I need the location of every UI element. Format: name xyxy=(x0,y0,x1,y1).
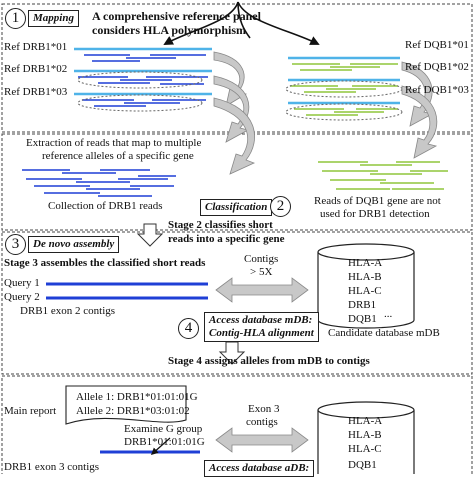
stage2-number: 2 xyxy=(270,196,291,217)
exon3-label-line1: Exon 3 xyxy=(248,403,280,415)
query2-label: Query 2 xyxy=(4,291,40,303)
adb-entry-hla-b: HLA-B xyxy=(348,429,382,441)
contig-threshold-line2: > 5X xyxy=(250,266,273,278)
candidate-db-label: Candidate database mDB xyxy=(328,327,440,339)
adb-entry-hla-a: HLA-A xyxy=(348,415,383,427)
collected-drb1-reads xyxy=(22,169,176,197)
annotation-database-top xyxy=(317,401,415,419)
report-panel xyxy=(1,375,473,474)
db-entry-drb1: DRB1 xyxy=(348,299,377,311)
stage2-summary-line1: Stage 2 classifies short xyxy=(168,219,273,231)
candidate-database-top xyxy=(317,243,415,261)
ref-label-dqb1-02: Ref DQB1*02 xyxy=(405,61,469,73)
input-arrow-center xyxy=(237,1,251,39)
stage1-title-box: Mapping xyxy=(28,10,79,27)
db-entry-hla-c: HLA-C xyxy=(348,285,382,297)
exon2-contigs-label: DRB1 exon 2 contigs xyxy=(20,305,116,317)
ref-label-drb1-01: Ref DRB1*01 xyxy=(4,41,68,53)
stage1-heading-line2: considers HLA polymorphism xyxy=(92,23,247,37)
stage2-summary-line2: reads into a specific gene xyxy=(168,233,285,245)
contig-db-double-arrow xyxy=(215,277,309,303)
db-ellipsis: ... xyxy=(384,308,393,320)
examine-pointer-arrow xyxy=(150,437,171,455)
collection-label: Collection of DRB1 reads xyxy=(48,200,163,212)
stage1-heading-line1: A comprehensive reference panel xyxy=(92,9,261,23)
flow-arrow-gray xyxy=(401,61,434,127)
exon3-double-arrow xyxy=(215,427,309,453)
dqb1-note-line1: Reads of DQB1 gene are not xyxy=(314,195,441,207)
stage4-title-box: Access database mDB: Contig-HLA alignmen… xyxy=(204,312,319,342)
stage3-panel xyxy=(1,231,473,375)
stage4-number: 4 xyxy=(178,318,199,339)
ref-label-drb1-02: Ref DRB1*02 xyxy=(4,63,68,75)
stage4-title-line2: Contig-HLA alignment xyxy=(209,327,314,339)
allele2-label: Allele 2: DRB1*03:01:02 xyxy=(76,405,190,417)
query1-label: Query 1 xyxy=(4,277,40,289)
stage1-number: 1 xyxy=(5,8,26,29)
stage4-summary: Stage 4 assigns alleles from mDB to cont… xyxy=(168,355,370,367)
down-arrow-stage2 xyxy=(136,223,164,247)
ref-label-dqb1-01: Ref DQB1*01 xyxy=(405,39,469,51)
adb-entry-hla-c: HLA-C xyxy=(348,443,382,455)
main-report-document xyxy=(65,385,187,425)
examine-line1: Examine G group xyxy=(124,423,203,435)
candidate-database-cylinder xyxy=(317,252,415,329)
stage3-number: 3 xyxy=(5,234,26,255)
ref-label-drb1-03: Ref DRB1*03 xyxy=(4,86,68,98)
stage4-title-line1: Access database mDB: xyxy=(209,314,313,326)
ref-label-dqb1-03: Ref DQB1*03 xyxy=(405,84,469,96)
db-entry-dqb1: DQB1 xyxy=(348,313,377,325)
examine-line2: DRB1*01:01:01G xyxy=(124,436,205,448)
extraction-line1: Extraction of reads that map to multiple xyxy=(26,137,202,149)
flow-arrow-gray xyxy=(213,97,256,175)
read-cluster-outline xyxy=(77,71,203,89)
dqb1-note-line2: used for DRB1 detection xyxy=(320,208,430,220)
adb-entry-dqb1: DQB1 xyxy=(348,459,377,471)
db-entry-hla-b: HLA-B xyxy=(348,271,382,283)
exon3-contigs-label: DRB1 exon 3 contigs xyxy=(4,461,100,473)
stage3-summary: Stage 3 assembles the classified short r… xyxy=(4,257,206,269)
dqb1-reads xyxy=(318,161,448,190)
main-report-label: Main report xyxy=(4,405,57,417)
db-entry-hla-a: HLA-A xyxy=(348,257,383,269)
read-cluster-outline xyxy=(77,94,203,112)
read-cluster-outline xyxy=(285,103,403,121)
dqb1-mapped-reads xyxy=(290,63,398,116)
input-arrow-left xyxy=(163,1,239,45)
stage3-title-box: De novo assembly xyxy=(28,236,120,253)
input-arrow-right xyxy=(237,1,320,45)
allele1-label: Allele 1: DRB1*01:01:01G xyxy=(76,391,198,403)
drb1-mapped-reads xyxy=(78,54,208,107)
flow-arrow-gray xyxy=(213,75,250,143)
stage2-title-box: Classification xyxy=(200,199,273,216)
annotation-database-cylinder xyxy=(317,410,415,474)
contig-threshold-line1: Contigs xyxy=(244,253,279,265)
down-arrow-stage4 xyxy=(218,341,246,365)
extraction-line2: reference alleles of a specific gene xyxy=(42,150,194,162)
flow-arrow-gray xyxy=(401,85,438,159)
access-adb-box: Access database aDB: xyxy=(204,460,315,477)
exon3-label-line2: contigs xyxy=(246,416,278,428)
